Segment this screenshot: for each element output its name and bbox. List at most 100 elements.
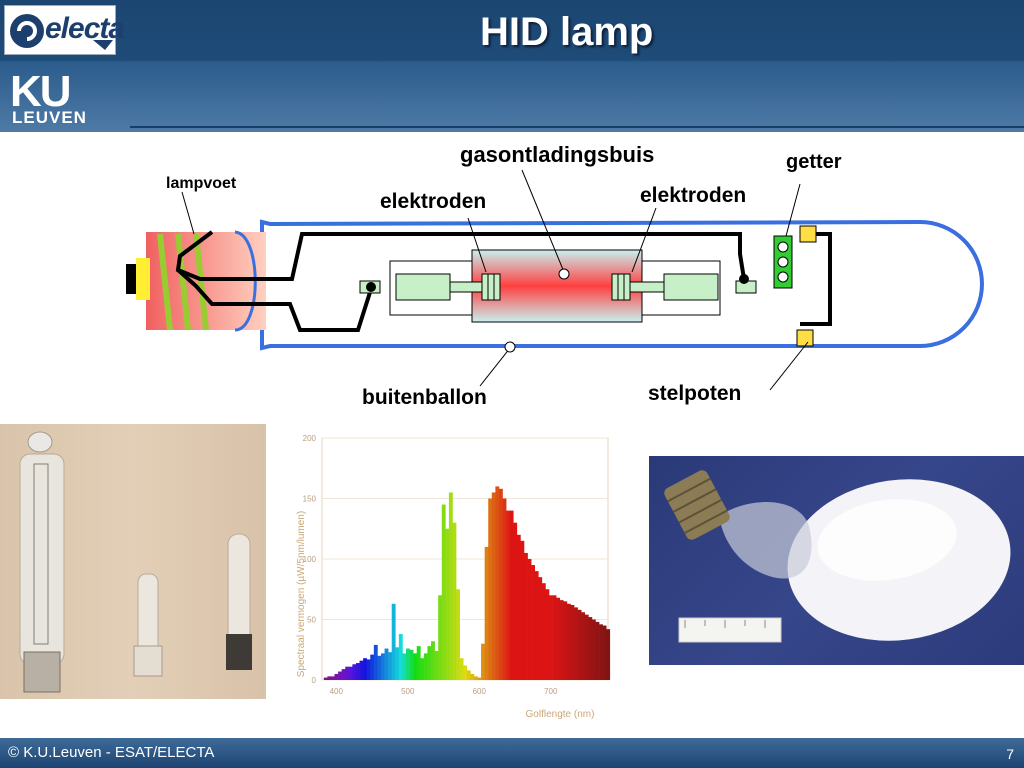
label-elektroden-left: elektroden: [380, 190, 486, 213]
spectrum-bar: [395, 647, 400, 680]
spectrum-bar: [523, 552, 528, 680]
spectrum-x-tick: 500: [401, 687, 415, 696]
spectrum-bar: [327, 676, 332, 680]
spectrum-bar: [441, 504, 446, 680]
electa-logo: electa: [4, 5, 125, 55]
label-getter: getter: [786, 151, 842, 173]
spectrum-chart: 0 50 100 150 200 400 500 600 700 Spectraal vermo…: [278, 424, 664, 740]
header-band: electa KU LEUVEN HID lamp: [0, 0, 1024, 132]
spectrum-bar: [506, 510, 510, 680]
electa-logo-text: electa: [45, 12, 125, 45]
spectrum-y-tick: 150: [303, 495, 317, 504]
spectrum-bar: [502, 498, 507, 680]
spectrum-bar: [588, 617, 593, 680]
spectrum-y-tick: 0: [312, 676, 317, 685]
spectrum-bar: [334, 673, 339, 680]
leuven-logo-text: LEUVEN: [12, 108, 87, 127]
spectrum-bar: [380, 653, 385, 680]
spectrum-bar: [477, 677, 482, 680]
spectrum-bar: [595, 621, 600, 680]
spectrum-bar: [406, 648, 410, 680]
spectrum-bar: [559, 600, 564, 680]
spectrum-bar: [534, 571, 539, 680]
spectrum-bar: [323, 677, 328, 680]
label-gasontladingsbuis: gasontladingsbuis: [460, 142, 654, 167]
spectrum-bar: [456, 589, 460, 680]
lamp-base-inner-edge: [234, 230, 257, 332]
spectrum-bar: [591, 619, 596, 680]
spectrum-bar: [338, 671, 342, 680]
base-contact: [136, 258, 150, 300]
electa-logo-mark: [10, 14, 113, 50]
spectrum-bar: [452, 522, 457, 680]
spectrum-bar: [388, 652, 393, 680]
electrode-rod-right: [629, 281, 665, 293]
photo-lamp-tubes: [0, 424, 266, 699]
page-number: 7: [1006, 746, 1014, 762]
spectrum-bar: [538, 577, 543, 680]
spectrum-y-tick: 100: [303, 555, 317, 564]
spectrum-bar: [577, 609, 582, 680]
spectrum-bar: [606, 629, 611, 680]
spectrum-bar: [384, 648, 389, 680]
spectrum-bar: [520, 540, 525, 680]
spectrum-bar: [481, 643, 485, 680]
spectrum-y-tick: 50: [307, 616, 316, 625]
spectrum-bar: [498, 488, 503, 680]
spectrum-bar: [473, 676, 478, 680]
spectrum-bar: [463, 665, 468, 680]
spectrum-bar: [488, 498, 493, 680]
footer-band: © K.U.Leuven - ESAT/ELECTA 7: [0, 738, 1024, 768]
spectrum-bar: [370, 654, 375, 680]
spectrum-x-tick: 400: [330, 687, 344, 696]
spectrum-x-tick: 700: [544, 687, 558, 696]
spectrum-bar: [491, 492, 496, 680]
hid-lamp-diagram: lampvoet gasontladingsbuis getter elektr…: [126, 142, 984, 409]
spectrum-bar: [366, 659, 371, 680]
spectrum-bar: [373, 644, 378, 680]
spectrum-bar: [527, 559, 532, 680]
label-elektroden-right: elektroden: [640, 184, 746, 207]
spectrum-bar: [330, 676, 335, 680]
spectrum-bar: [509, 510, 514, 680]
spectrum-bar: [516, 534, 521, 680]
spectrum-bar: [466, 670, 471, 680]
spectrum-bar: [402, 653, 407, 680]
spectrum-bar: [359, 660, 364, 680]
copyright-text: © K.U.Leuven - ESAT/ELECTA: [8, 744, 215, 761]
spectrum-bar: [459, 658, 464, 680]
spectrum-bar: [355, 663, 360, 680]
spectrum-bar: [416, 646, 421, 680]
spectrum-bar: [470, 673, 475, 680]
hid-bulb-illustration: [664, 470, 1011, 643]
spectrum-bar: [352, 664, 357, 680]
spectrum-bar: [377, 655, 382, 680]
spectrum-y-axis-label: Spectraal vermogen (µW/5nm/lumen): [296, 511, 307, 677]
spectrum-bar: [566, 603, 571, 680]
spectrum-bar: [363, 658, 367, 680]
spectrum-bar: [398, 634, 403, 680]
page-title: HID lamp: [480, 10, 654, 54]
spectrum-bar: [581, 612, 586, 680]
label-buitenballon: buitenballon: [362, 386, 487, 409]
spectrum-x-tick: 600: [473, 687, 487, 696]
spectrum-bar: [341, 669, 346, 680]
electrode-body-right: [663, 273, 719, 301]
spectrum-bar: [563, 601, 568, 680]
spectrum-bar: [438, 595, 443, 680]
label-lampvoet: lampvoet: [166, 175, 237, 192]
spectrum-y-tick: 200: [303, 434, 317, 443]
spectrum-bar: [541, 583, 546, 680]
support-top: [799, 225, 817, 243]
electrode-body-left: [395, 273, 451, 301]
spectrum-bar: [434, 650, 439, 680]
spectrum-x-axis-label: Golflengte (nm): [526, 709, 595, 720]
spectrum-bar: [599, 624, 603, 680]
ku-logo-text: KU: [10, 67, 72, 116]
spectrum-bar: [484, 546, 489, 680]
spectrum-bar: [427, 646, 432, 680]
electrode-left: [481, 273, 501, 301]
spectrum-bar: [345, 666, 350, 680]
spectrum-bar: [545, 589, 550, 680]
spectrum-bar: [513, 522, 518, 680]
